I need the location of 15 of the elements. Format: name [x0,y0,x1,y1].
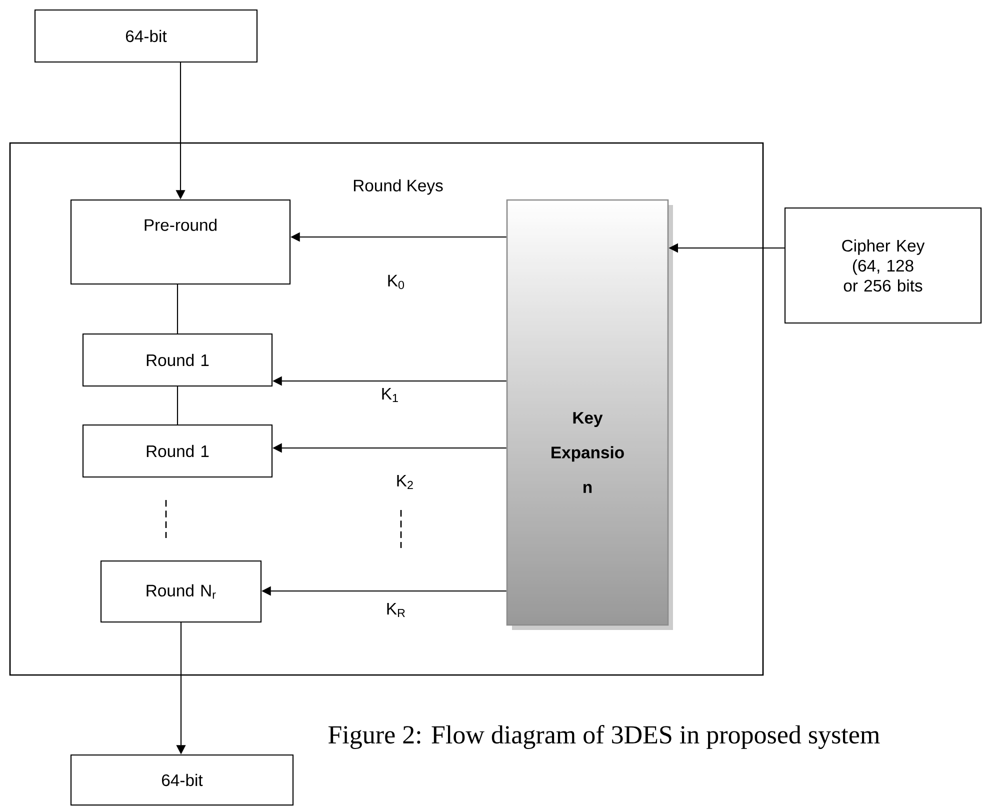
process-box: Round 1 [82,333,273,387]
process-box: Cipher Key (64, 128 or 256 bits [784,207,982,324]
process-box: Round N$_{r}$ [100,560,262,623]
container-box [9,142,764,676]
edge-label: K$_{1}$ [382,388,398,402]
process-box: Pre-round [70,199,291,285]
edge-label: K$_{0}$ [388,274,404,290]
process-box: 64-bit [70,754,294,806]
caption: Figure 2: Flow diagram of 3DES in proposed system [328,725,880,749]
label: Round Keys [354,179,443,195]
key-expansion-box: Key Expansio n [506,199,673,630]
edge-label: K$_{2}$ [397,474,413,490]
process-box: 64-bit [34,9,258,63]
edge-label: K$_{R}$ [387,603,405,617]
process-box: Round 1 [82,424,273,478]
